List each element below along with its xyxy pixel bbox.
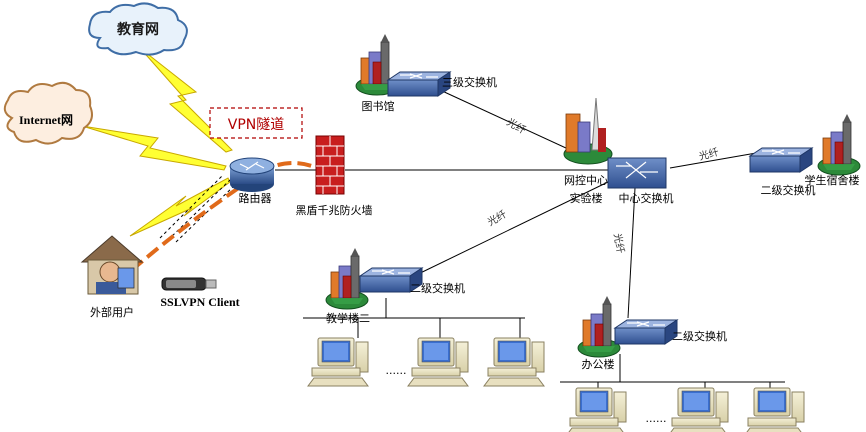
pc-icon xyxy=(565,387,627,432)
center-building-icon xyxy=(563,97,613,165)
external-user-label: 外部用户 xyxy=(90,305,134,319)
teaching-switch-label: 二级交换机 xyxy=(410,281,465,295)
firewall-label: 黑盾千兆防火墙 xyxy=(296,203,373,217)
link-center-dorm xyxy=(669,151,763,169)
firewall-icon xyxy=(315,135,345,195)
lightning-edu-icon xyxy=(139,47,233,153)
dorm-switch-icon xyxy=(749,147,813,173)
ellipsis-label: ...... xyxy=(646,412,667,425)
usb-key-icon xyxy=(161,277,217,291)
router-icon xyxy=(229,157,275,192)
office-switch-icon xyxy=(614,319,678,345)
lightning-internet-icon xyxy=(81,125,227,171)
pc-icon xyxy=(307,337,369,387)
pc-icon xyxy=(407,337,469,387)
fiber-label: 光纤 xyxy=(505,115,529,136)
dorm-switch-label: 二级交换机 xyxy=(761,183,816,197)
library-switch-label: 三级交换机 xyxy=(442,75,497,89)
link-center-teaching xyxy=(409,181,609,279)
internet-cloud-icon xyxy=(3,81,93,145)
education-net-label: 教育网 xyxy=(117,21,159,38)
center-building-bottom-label: 实验楼 xyxy=(570,191,603,205)
center-building-top-label: 网控中心 xyxy=(564,173,608,187)
fiber-label: 光纤 xyxy=(611,232,627,254)
pc-icon xyxy=(667,387,729,432)
pc-icon xyxy=(483,337,545,387)
lightning-user-icon xyxy=(129,177,231,237)
teaching-building-label: 教学楼二 xyxy=(326,311,370,325)
pc-icon xyxy=(743,387,805,432)
sslvpn-client-label: SSLVPN Client xyxy=(160,295,239,309)
education-net-cloud-icon xyxy=(88,2,188,56)
library-label: 图书馆 xyxy=(362,99,395,113)
center-switch-arrows xyxy=(616,161,658,179)
center-switch-icon xyxy=(607,157,667,189)
ellipsis-label: ...... xyxy=(386,364,407,377)
external-user-icon xyxy=(80,235,144,295)
office-building-icon xyxy=(577,295,621,358)
library-switch-icon xyxy=(387,71,451,97)
router-label: 路由器 xyxy=(239,191,272,205)
link-center-office xyxy=(627,187,636,319)
vpn-tunnel-label: VPN隧道 xyxy=(228,117,285,133)
dorm-building-label: 学生宿舍楼 xyxy=(805,173,860,187)
office-building-label: 办公楼 xyxy=(582,357,615,371)
vpn-tunnel-box xyxy=(209,107,303,139)
dorm-building-icon xyxy=(817,113,861,176)
office-switch-label: 二级交换机 xyxy=(672,329,727,343)
center-switch-label: 中心交换机 xyxy=(619,191,674,205)
fiber-label: 光纤 xyxy=(485,207,509,228)
internet-label: Internet网 xyxy=(19,113,73,127)
